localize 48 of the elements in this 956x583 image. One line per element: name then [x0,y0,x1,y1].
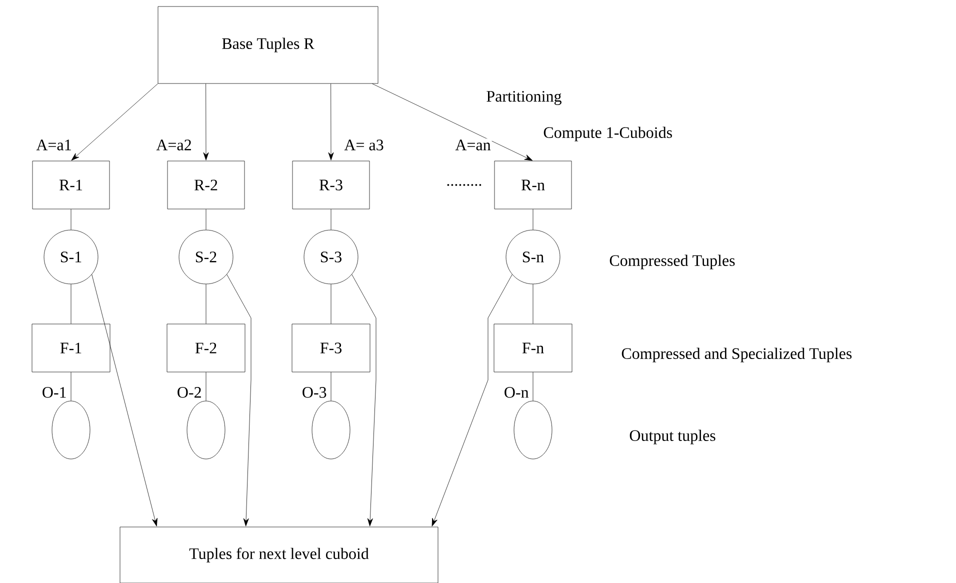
connector-line [532,284,534,324]
node-caption: O-2 [178,387,201,398]
connector-line [330,372,332,401]
process-box: R-1 [32,160,110,210]
arrow [92,274,158,526]
arrow [372,84,533,161]
connector-line [330,284,332,324]
process-box: F-1 [32,324,110,372]
process-box: F-n [494,324,572,372]
node-caption: O-1 [42,387,66,398]
process-box: R-3 [292,160,370,210]
output-ellipse [514,400,552,460]
connector-line [532,209,534,230]
process-box: F-2 [166,324,246,372]
connector-line [70,209,72,230]
arrow [352,274,376,526]
connector-line [532,372,534,401]
annotation-text: Output tuples [630,430,716,444]
annotation-text: Compressed and Specialized Tuples [622,348,852,362]
edge-label: A=a2 [155,138,193,152]
process-box: F-3 [292,324,370,372]
arrow [328,84,334,160]
circle-node: S-n [506,230,560,284]
circle-node: S-3 [304,230,358,284]
circle-node: S-2 [178,230,234,284]
output-ellipse [52,400,90,460]
annotation-text: Partitioning [486,90,562,106]
annotation-text: Compute 1-Cuboids [544,126,672,142]
connector-line [330,209,332,230]
annotation-text: Compressed Tuples [610,254,735,270]
arrow [71,84,158,161]
connector-line [70,372,72,401]
circle-node: S-1 [44,230,98,284]
node-caption: O-3 [302,387,326,398]
output-ellipse [312,400,350,460]
process-box: R-2 [167,160,245,210]
arrow [203,84,209,160]
arrow [432,274,512,526]
process-box: Tuples for next level cuboid [120,526,438,583]
connector-line [70,284,72,324]
edge-label: A= a3 [343,138,385,152]
node-caption: O-n [504,387,529,398]
output-ellipse [186,400,226,460]
edge-label: A=an [454,138,492,152]
process-box: R-n [494,160,572,210]
process-box: Base Tuples R [158,6,378,84]
arrow [226,274,252,526]
edge-label: A=a1 [35,138,73,152]
